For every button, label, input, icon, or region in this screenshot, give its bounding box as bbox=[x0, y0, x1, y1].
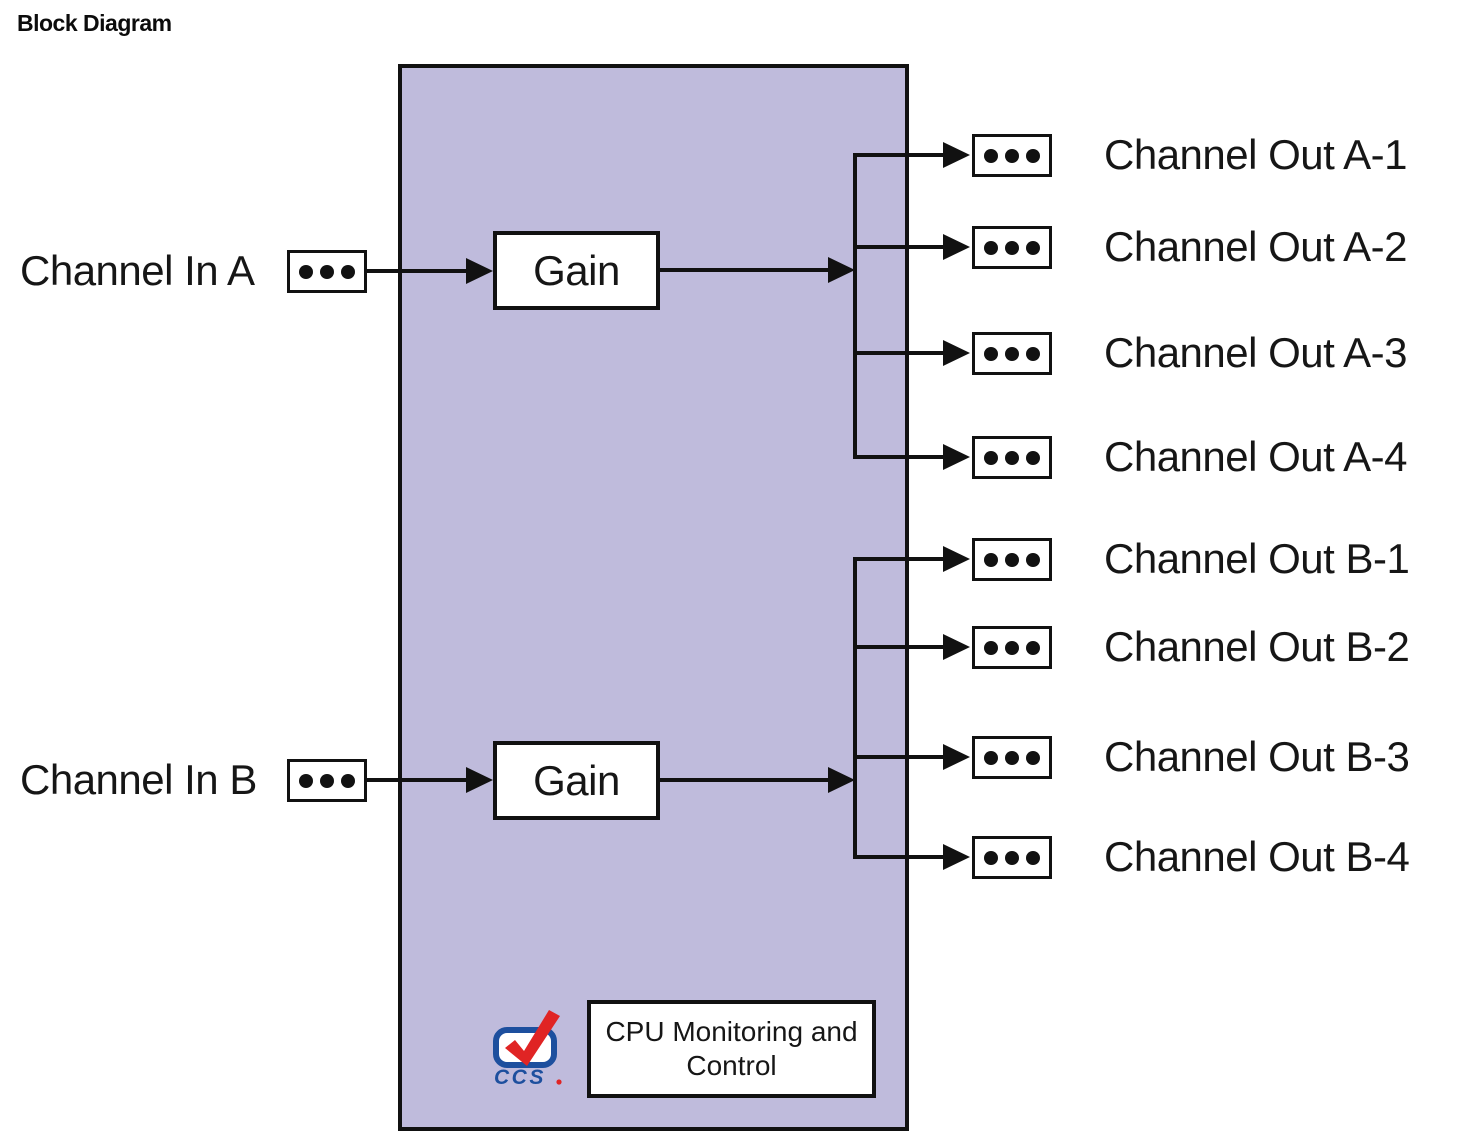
gain-block-b: Gain bbox=[493, 741, 660, 820]
connector-dot bbox=[984, 850, 998, 865]
connector-dot bbox=[341, 264, 355, 279]
connector-dot bbox=[1026, 450, 1040, 465]
output-label: Channel Out B-2 bbox=[1104, 623, 1410, 670]
connector-dot bbox=[984, 552, 998, 567]
connector-dot bbox=[1026, 148, 1040, 163]
connector-dot bbox=[1005, 640, 1019, 655]
cpu-label-line2: Control bbox=[686, 1050, 777, 1081]
connector-dot bbox=[320, 264, 334, 279]
connector-dot bbox=[984, 240, 998, 255]
cpu-monitoring-block: CPU Monitoring and Control bbox=[587, 1000, 876, 1098]
arrowhead bbox=[943, 142, 970, 168]
output-connector bbox=[972, 626, 1052, 669]
connector-dot bbox=[1026, 750, 1040, 765]
output-label: Channel Out B-1 bbox=[1104, 535, 1410, 582]
output-label: Channel Out A-2 bbox=[1104, 223, 1408, 270]
checkmark-icon bbox=[505, 1010, 560, 1066]
connector-dot bbox=[984, 750, 998, 765]
arrowhead bbox=[943, 634, 970, 660]
gain-block-a: Gain bbox=[493, 231, 660, 310]
arrowhead bbox=[828, 257, 855, 283]
input-label-b: Channel In B bbox=[20, 756, 257, 803]
arrowhead bbox=[943, 744, 970, 770]
connector-dot bbox=[1005, 850, 1019, 865]
output-label: Channel Out A-1 bbox=[1104, 131, 1408, 178]
arrowhead bbox=[943, 234, 970, 260]
connector-dot bbox=[1026, 640, 1040, 655]
arrowhead bbox=[943, 444, 970, 470]
connector-dot bbox=[984, 640, 998, 655]
output-connector bbox=[972, 134, 1052, 177]
input-label-a: Channel In A bbox=[20, 247, 255, 294]
connector-dot bbox=[1026, 346, 1040, 361]
connector-dot bbox=[984, 450, 998, 465]
connector-dot bbox=[984, 346, 998, 361]
connector-dot bbox=[1005, 552, 1019, 567]
input-connector-a bbox=[287, 250, 367, 293]
page-title: Block Diagram bbox=[17, 10, 172, 36]
output-connector bbox=[972, 332, 1052, 375]
output-connector bbox=[972, 736, 1052, 779]
output-connector bbox=[972, 538, 1052, 581]
connector-dot bbox=[1005, 450, 1019, 465]
connector-dot bbox=[299, 264, 313, 279]
arrowhead bbox=[466, 767, 493, 793]
connector-dot bbox=[1005, 240, 1019, 255]
connector-dot bbox=[984, 148, 998, 163]
output-connector bbox=[972, 836, 1052, 879]
connector-dot bbox=[341, 773, 355, 788]
connector-dot bbox=[1005, 148, 1019, 163]
output-label: Channel Out B-3 bbox=[1104, 733, 1410, 780]
connector-dot bbox=[1005, 750, 1019, 765]
output-label: Channel Out A-3 bbox=[1104, 329, 1408, 376]
cpu-label-line1: CPU Monitoring and bbox=[605, 1016, 858, 1047]
ccs-logo-dot bbox=[556, 1079, 562, 1085]
output-connector bbox=[972, 226, 1052, 269]
connector-dot bbox=[1005, 346, 1019, 361]
arrowhead bbox=[828, 767, 855, 793]
ccs-logo-text: CCS bbox=[494, 1066, 546, 1088]
input-connector-b bbox=[287, 759, 367, 802]
connector-dot bbox=[320, 773, 334, 788]
output-label: Channel Out B-4 bbox=[1104, 833, 1410, 880]
connector-dot bbox=[1026, 850, 1040, 865]
connector-dot bbox=[1026, 552, 1040, 567]
arrowhead bbox=[943, 546, 970, 572]
arrowhead bbox=[943, 340, 970, 366]
connector-dot bbox=[299, 773, 313, 788]
connector-dot bbox=[1026, 240, 1040, 255]
output-label: Channel Out A-4 bbox=[1104, 433, 1408, 480]
ccs-logo: CCS bbox=[493, 1010, 562, 1088]
arrowhead bbox=[943, 844, 970, 870]
arrowhead bbox=[466, 258, 493, 284]
output-connector bbox=[972, 436, 1052, 479]
